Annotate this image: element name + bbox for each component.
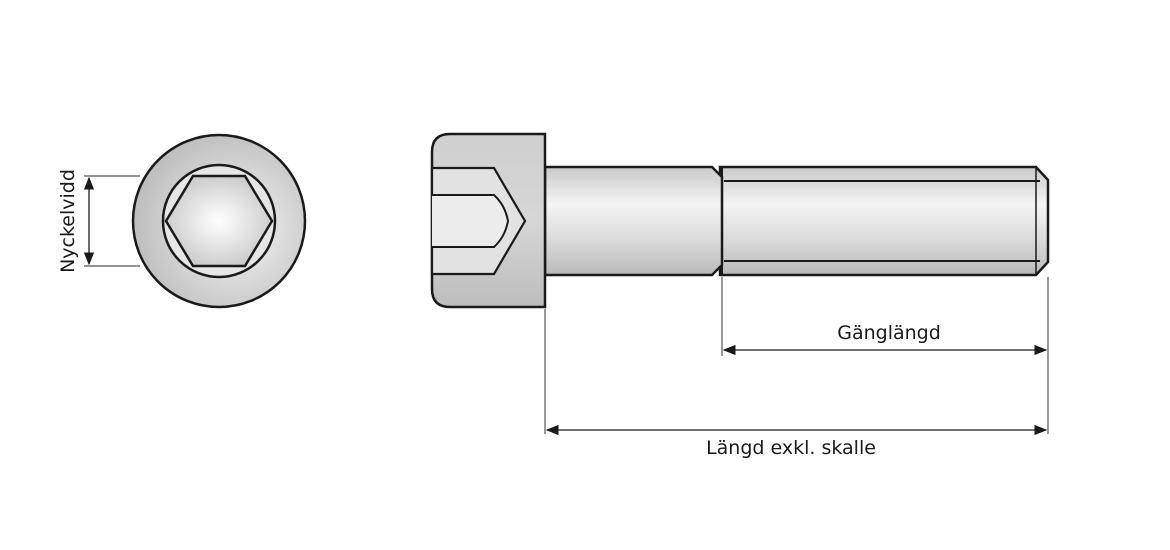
- bolt-end-view: [131, 133, 307, 309]
- wrench-size-label: Nyckelvidd: [57, 169, 79, 273]
- hex-socket: [164, 174, 274, 268]
- extension-lines: [544, 277, 1049, 434]
- bolt-side-view: [430, 132, 1050, 309]
- thread-length-label: Gänglängd: [837, 322, 941, 344]
- wrench-size-dimension: [83, 175, 140, 267]
- length-excl-head-label: Längd exkl. skalle: [706, 437, 876, 459]
